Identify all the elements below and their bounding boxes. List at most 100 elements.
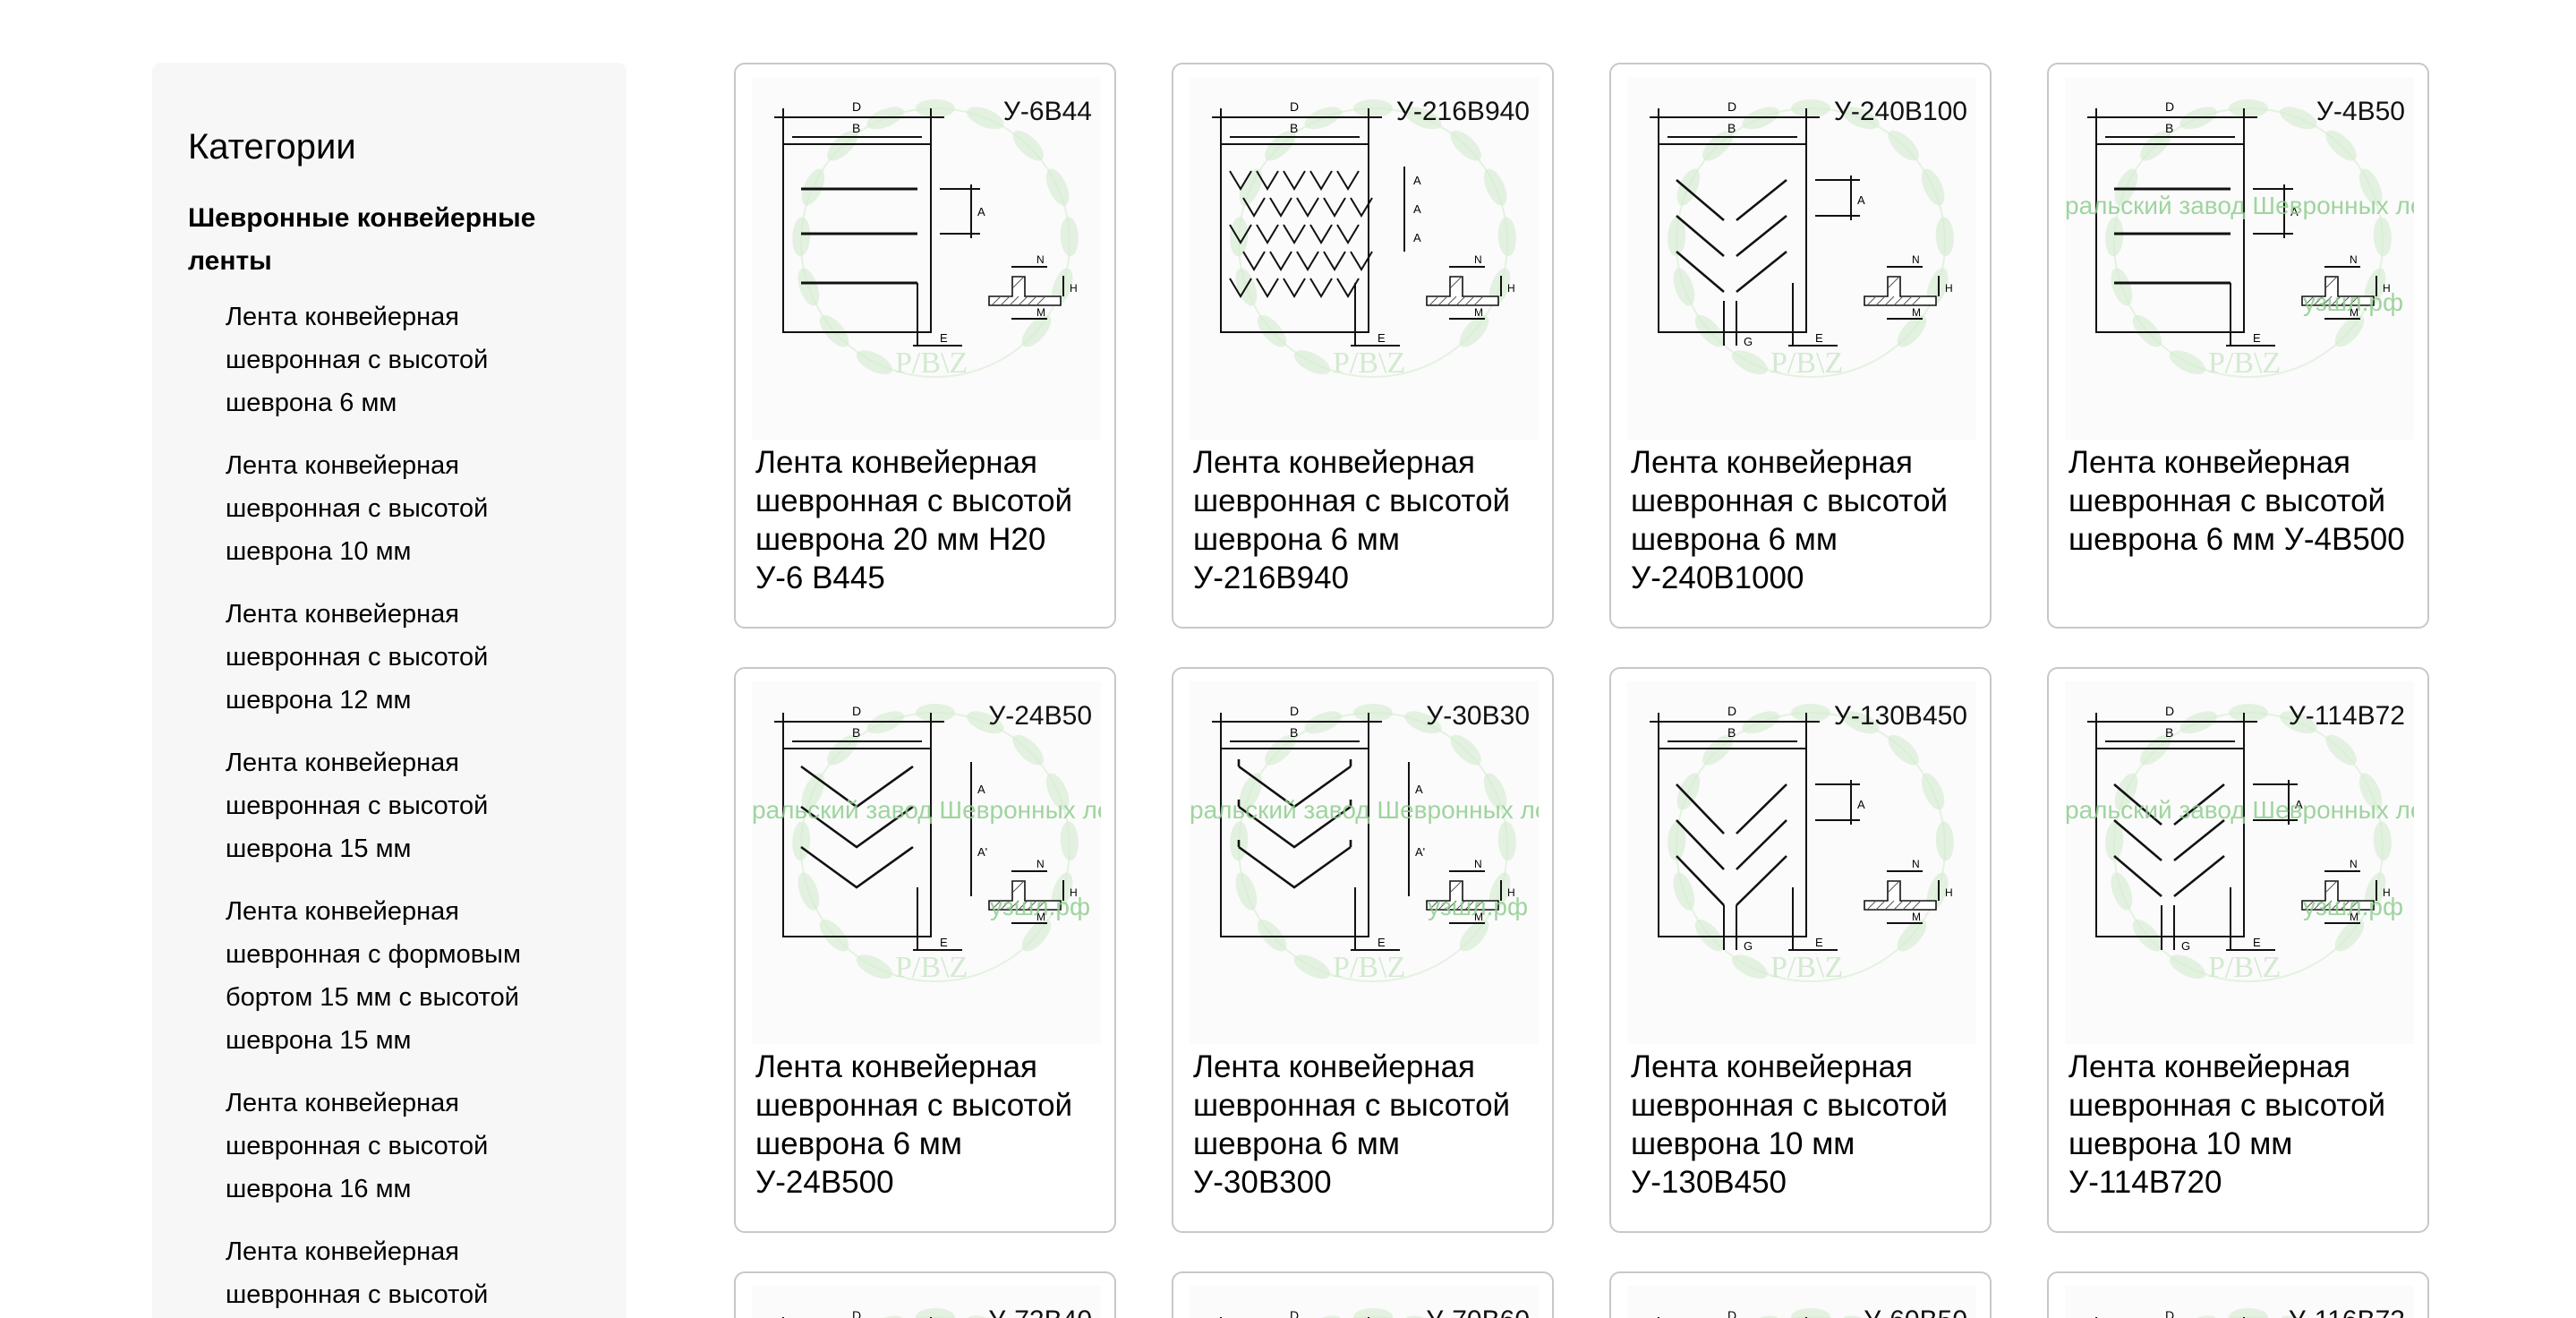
subcategory-15mm-sidewall[interactable]: Лента конвейерная шевронная с формовым б… <box>226 897 521 1055</box>
svg-text:M: M <box>1036 911 1045 923</box>
product-card-12[interactable]: P/B\ZDB У-116В72 <box>2047 1271 2429 1318</box>
product-code-label: У-130В450 <box>1833 701 1967 731</box>
product-title[interactable]: Лента конвейерная шевронная с высотой ше… <box>755 1049 1073 1200</box>
svg-text:D: D <box>852 704 861 718</box>
subcategory-6mm[interactable]: Лента конвейерная шевронная с высотой ше… <box>226 303 489 417</box>
svg-text:A: A <box>1857 798 1865 811</box>
svg-text:A: A <box>2295 798 2303 811</box>
svg-text:H: H <box>1945 282 1953 295</box>
svg-text:D: D <box>852 99 861 114</box>
product-image[interactable]: P/B\ZDB У-116В72 <box>2065 1286 2414 1318</box>
product-code-label: У-216В940 <box>1395 97 1530 126</box>
svg-text:B: B <box>852 725 860 740</box>
belt-drawing-icon: P/B\ZDB <box>2095 1308 2317 1318</box>
product-code-label: У-240В100 <box>1833 97 1967 126</box>
svg-text:P/B\Z: P/B\Z <box>1770 347 1843 380</box>
svg-text:M: M <box>1474 911 1483 923</box>
product-code-label: У-24В50 <box>988 701 1092 731</box>
svg-text:E: E <box>1378 936 1386 949</box>
svg-text:E: E <box>1815 936 1823 949</box>
product-title[interactable]: Лента конвейерная шевронная с высотой ше… <box>755 445 1073 595</box>
watermark-text: ральский завод Шевронных ле <box>1190 796 1539 824</box>
svg-text:B: B <box>1727 121 1736 135</box>
svg-text:E: E <box>1815 331 1823 345</box>
svg-text:G: G <box>1744 335 1753 348</box>
svg-text:N: N <box>1912 253 1920 266</box>
svg-text:N: N <box>1474 253 1482 266</box>
watermark-site: узшл.рф <box>2302 288 2403 316</box>
svg-text:N: N <box>1474 858 1482 870</box>
svg-text:H: H <box>2383 886 2391 899</box>
svg-text:D: D <box>1727 99 1736 114</box>
subcategory-next[interactable]: Лента конвейерная шевронная с высотой <box>226 1237 489 1309</box>
subcategory-10mm[interactable]: Лента конвейерная шевронная с высотой ше… <box>226 451 489 566</box>
svg-text:M: M <box>2350 306 2358 319</box>
svg-text:H: H <box>1070 282 1078 295</box>
product-title[interactable]: Лента конвейерная шевронная с высотой ше… <box>1631 1049 1949 1200</box>
svg-text:P/B\Z: P/B\Z <box>1333 347 1405 380</box>
svg-text:A: A <box>2290 205 2299 218</box>
subcategory-16mm[interactable]: Лента конвейерная шевронная с высотой ше… <box>226 1089 489 1203</box>
svg-text:A: A <box>1413 231 1421 244</box>
svg-text:D: D <box>1727 1308 1736 1318</box>
product-title[interactable]: Лента конвейерная шевронная с высотой ше… <box>1631 445 1949 595</box>
svg-text:N: N <box>1912 858 1920 870</box>
category-chevron-belts[interactable]: Шевронные конвейерные ленты <box>188 203 536 276</box>
svg-text:P/B\Z: P/B\Z <box>895 951 968 984</box>
watermark-text: ральский завод Шевронных ле <box>2065 796 2414 824</box>
product-title[interactable]: Лента конвейерная шевронная с высотой ше… <box>2068 1049 2386 1200</box>
svg-text:A': A' <box>1415 845 1425 859</box>
product-card-10[interactable]: P/B\ZDB У-70В60 <box>1172 1271 1554 1318</box>
svg-text:H: H <box>1070 886 1078 899</box>
sidebar-title: Категории <box>188 127 356 167</box>
product-title[interactable]: Лента конвейерная шевронная с высотой ше… <box>1193 1049 1511 1200</box>
product-code-label: У-4В50 <box>2316 97 2405 126</box>
subcategory-12mm[interactable]: Лента конвейерная шевронная с высотой ше… <box>226 600 489 715</box>
watermark-site: узшл.рф <box>989 893 1090 920</box>
product-image[interactable]: P/B\ZDB У-70В60 <box>1190 1286 1539 1318</box>
subcategory-15mm[interactable]: Лента конвейерная шевронная с высотой ше… <box>226 749 489 863</box>
svg-text:B: B <box>2165 725 2173 740</box>
product-image[interactable]: P/B\ZDB У-60В50 <box>1627 1286 1976 1318</box>
svg-text:B: B <box>1290 121 1298 135</box>
product-title[interactable]: Лента конвейерная шевронная с высотой ше… <box>2068 445 2405 557</box>
svg-text:H: H <box>1945 886 1953 899</box>
svg-text:D: D <box>2165 99 2174 114</box>
svg-text:A: A <box>1415 783 1423 796</box>
product-image[interactable]: P/B\ZDB У-72В40 <box>752 1286 1101 1318</box>
svg-text:N: N <box>1036 858 1045 870</box>
product-title[interactable]: Лента конвейерная шевронная с высотой ше… <box>1193 445 1511 595</box>
svg-text:A: A <box>1857 193 1865 207</box>
svg-text:B: B <box>852 121 860 135</box>
product-card-9[interactable]: P/B\ZDB У-72В40 <box>734 1271 1116 1318</box>
watermark-site: узшл.рф <box>1427 893 1528 920</box>
product-card-11[interactable]: P/B\ZDB У-60В50 <box>1609 1271 1992 1318</box>
svg-text:B: B <box>2165 121 2173 135</box>
svg-text:D: D <box>2165 704 2174 718</box>
belt-drawing-icon: P/B\ZDB <box>1658 1308 1880 1318</box>
subcategory-list: Лента конвейерная шевронная с высотой ше… <box>188 295 591 1316</box>
svg-text:M: M <box>1912 306 1921 319</box>
svg-text:A: A <box>977 783 985 796</box>
watermark-site: узшл.рф <box>2302 893 2403 920</box>
